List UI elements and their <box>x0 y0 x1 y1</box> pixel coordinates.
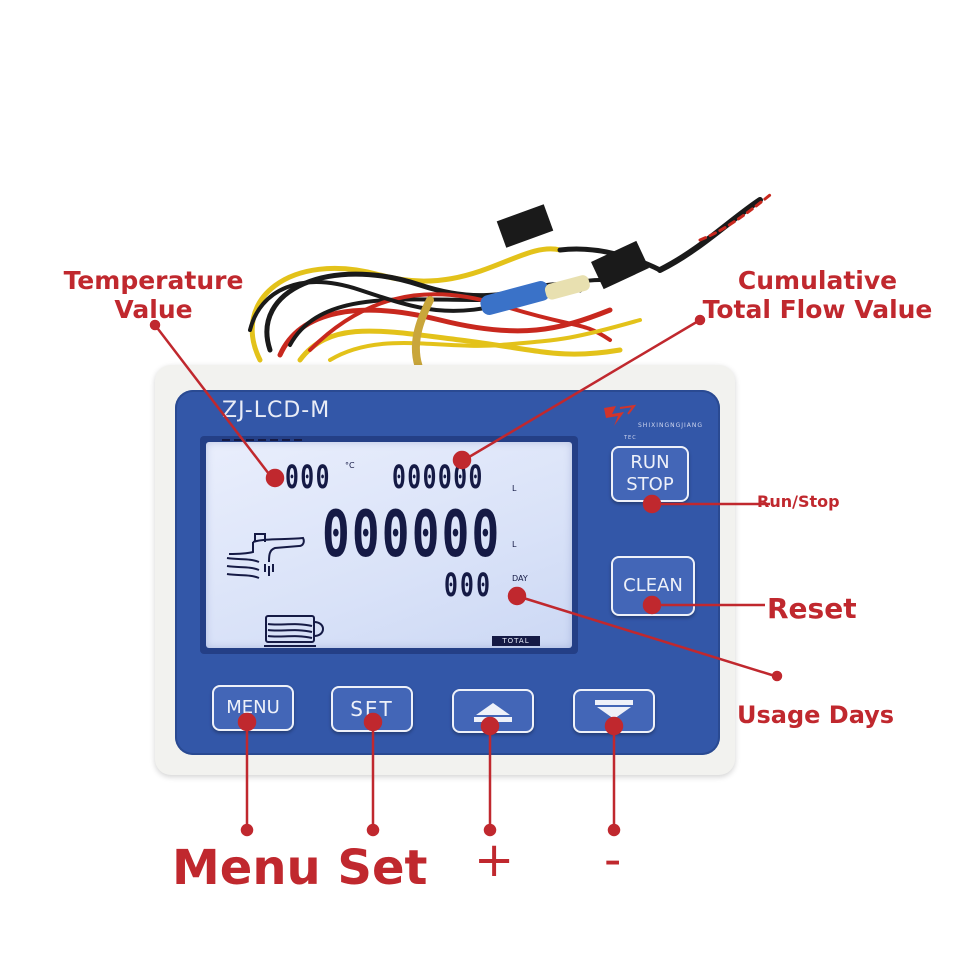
temperature-readout: 000 <box>285 458 331 496</box>
down-button[interactable] <box>573 689 655 733</box>
container-icon <box>264 615 324 647</box>
brand-subtext: TEC <box>624 435 637 441</box>
run-stop-annotation: Run/Stop <box>757 492 840 511</box>
usage-days-unit: DAY <box>512 574 528 583</box>
menu-set-annotation: Menu Set <box>172 840 428 896</box>
arrow-up-icon <box>474 703 512 722</box>
usage-days-annotation: Usage Days <box>737 701 895 729</box>
cumulative-flow-unit: L <box>512 484 517 493</box>
up-button[interactable] <box>452 689 534 733</box>
minus-annotation: - <box>604 832 622 888</box>
brand-text: SHIXINGNGJIANG <box>638 422 704 429</box>
menu-button[interactable]: MENU <box>212 685 294 731</box>
cable-connector <box>591 240 649 290</box>
usage-days-readout: 000 <box>444 566 493 604</box>
cumulative-annotation-line2: Total Flow Value <box>702 295 933 324</box>
set-button[interactable]: SET <box>331 686 413 732</box>
run-stop-button[interactable]: RUN STOP <box>611 446 689 502</box>
total-indicator: TOTAL <box>492 636 540 646</box>
main-flow-unit: L <box>512 540 517 549</box>
temperature-annotation-line2: Value <box>114 295 193 324</box>
temperature-unit: °C <box>345 461 355 470</box>
cumulative-flow-readout: 000000 <box>392 458 484 496</box>
cable-terminal <box>544 275 590 300</box>
cumulative-annotation-line1: Cumulative <box>737 266 898 295</box>
faucet-icon <box>226 533 305 579</box>
cable-connector <box>496 204 554 248</box>
cable-terminal <box>480 281 550 315</box>
run-stop-button-label-bottom: STOP <box>626 474 674 495</box>
main-flow-readout: 000000 <box>322 498 502 572</box>
clean-button[interactable]: CLEAN <box>611 556 695 616</box>
run-stop-button-label-top: RUN <box>630 452 670 473</box>
arrow-down-icon <box>595 700 633 719</box>
cumulative-annotation: Cumulative Total Flow Value <box>690 266 945 324</box>
model-label: ZJ-LCD-M <box>222 398 331 423</box>
temperature-annotation: Temperature Value <box>56 266 251 324</box>
brand-logo-icon <box>604 404 637 426</box>
plus-annotation: + <box>474 832 515 888</box>
temperature-annotation-line1: Temperature <box>63 266 244 295</box>
reset-annotation: Reset <box>767 592 857 625</box>
lcd-segment-row <box>222 439 302 441</box>
